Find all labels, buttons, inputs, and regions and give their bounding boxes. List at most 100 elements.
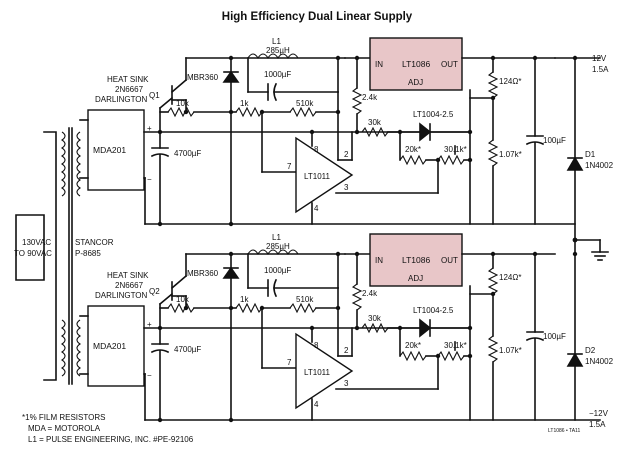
heatsink-line2: 2N6667 xyxy=(115,85,144,94)
ac-input-leads xyxy=(15,214,45,281)
cap-1000-label: 1000µF xyxy=(264,266,291,275)
q1-label: Q1 xyxy=(149,91,160,100)
q2-label: Q2 xyxy=(149,287,160,296)
note-line1: *1% FILM RESISTORS xyxy=(22,413,105,422)
diode-part: 1N4002 xyxy=(585,161,614,170)
out-cap-label: 100µF xyxy=(543,332,566,341)
output-voltage-neg: −12V xyxy=(589,409,609,418)
r10k-label: 10k xyxy=(176,295,190,304)
opamp-pin7: 7 xyxy=(287,358,292,367)
r124-label: 124Ω* xyxy=(499,77,521,86)
opamp-pin3: 3 xyxy=(344,183,349,192)
output-rails: 12V 1.5A −12V 1.5A xyxy=(144,54,609,429)
channel-2-labels: MDA201 + − 4700µF Q2 HEAT SINK 2N6667 DA… xyxy=(93,233,614,409)
rectifier-minus: − xyxy=(147,175,152,184)
output-current-pos: 1.5A xyxy=(592,65,609,74)
regulator-out: OUT xyxy=(441,256,458,265)
footnotes: *1% FILM RESISTORS MDA = MOTOROLA L1 = P… xyxy=(22,413,580,444)
regulator-out: OUT xyxy=(441,60,458,69)
r1k-label: 1k xyxy=(240,295,249,304)
opamp-pin8: 8 xyxy=(314,341,319,350)
reference-label: LT1004-2.5 xyxy=(413,110,454,119)
regulator-label: LT1086 xyxy=(402,255,430,265)
filter-cap-label: 4700µF xyxy=(174,345,201,354)
r510k-label: 510k xyxy=(296,99,314,108)
r1k-label: 1k xyxy=(240,99,249,108)
opamp-pin8: 8 xyxy=(314,145,319,154)
transformer: STANCOR P-8685 xyxy=(43,127,114,385)
rectifier-label: MDA201 xyxy=(93,341,126,351)
heatsink-line3: DARLINGTON xyxy=(95,291,148,300)
channel-2-circuit xyxy=(79,233,583,424)
opamp-label: LT1011 xyxy=(304,368,330,377)
heatsink-line2: 2N6667 xyxy=(115,281,144,290)
cap-1000-label: 1000µF xyxy=(264,70,291,79)
schottky-label: MBR360 xyxy=(187,73,219,82)
regulator-label: LT1086 xyxy=(402,59,430,69)
note-line3: L1 = PULSE ENGINEERING, INC. #PE-92106 xyxy=(28,435,194,444)
r2k4-label: 2.4k xyxy=(362,289,378,298)
transformer-secondary-coil-top xyxy=(76,131,81,197)
r2k4-label: 2.4k xyxy=(362,93,378,102)
diode-part: 1N4002 xyxy=(585,357,614,366)
rectifier-plus: + xyxy=(147,124,152,133)
inductor-ref: L1 xyxy=(272,37,281,46)
regulator-in: IN xyxy=(375,60,383,69)
ac-voltage-line2: TO 90VAC xyxy=(14,249,52,258)
schottky-label: MBR360 xyxy=(187,269,219,278)
schematic-title: High Efficiency Dual Linear Supply xyxy=(222,11,413,23)
r1k07-label: 1.07k* xyxy=(499,346,522,355)
diode-ref: D1 xyxy=(585,150,596,159)
heatsink-line1: HEAT SINK xyxy=(107,75,149,84)
heatsink-line3: DARLINGTON xyxy=(95,95,148,104)
regulator-in: IN xyxy=(375,256,383,265)
regulator-adj: ADJ xyxy=(408,274,423,283)
opamp-pin3: 3 xyxy=(344,379,349,388)
ac-voltage-line1: 130VAC xyxy=(22,238,51,247)
opamp-pin2: 2 xyxy=(344,150,349,159)
rectifier-label: MDA201 xyxy=(93,145,126,155)
output-voltage-pos: 12V xyxy=(592,54,607,63)
r1k07-label: 1.07k* xyxy=(499,150,522,159)
r124-label: 124Ω* xyxy=(499,273,521,282)
r30k1-label: 30.1k* xyxy=(444,145,467,154)
out-cap-label: 100µF xyxy=(543,136,566,145)
r510k-label: 510k xyxy=(296,295,314,304)
figure-id: LT1086 • TA11 xyxy=(548,428,580,434)
reference-label: LT1004-2.5 xyxy=(413,306,454,315)
r20k-label: 20k* xyxy=(405,341,421,350)
transformer-name-line2: P-8685 xyxy=(75,249,101,258)
rectifier-plus: + xyxy=(147,320,152,329)
transformer-name-line1: STANCOR xyxy=(75,238,114,247)
r30k1-label: 30.1k* xyxy=(444,341,467,350)
r20k-label: 20k* xyxy=(405,145,421,154)
opamp-pin7: 7 xyxy=(287,162,292,171)
opamp-pin2: 2 xyxy=(344,346,349,355)
transformer-primary-lead xyxy=(43,131,57,381)
channel-1-labels: MDA201 + − 4700µF Q1 HEAT SINK 2N6667 DA… xyxy=(93,37,614,213)
inductor-ref: L1 xyxy=(272,233,281,242)
transformer-secondary-coil-bottom xyxy=(76,319,81,377)
opamp-label: LT1011 xyxy=(304,172,330,181)
ground-icon xyxy=(591,239,609,261)
transformer-primary-coil-bottom xyxy=(61,319,66,377)
heatsink-line1: HEAT SINK xyxy=(107,271,149,280)
ac-input: 130VAC TO 90VAC xyxy=(14,214,52,281)
filter-cap-label: 4700µF xyxy=(174,149,201,158)
note-line2: MDA = MOTOROLA xyxy=(28,424,101,433)
r30k-label: 30k xyxy=(368,118,382,127)
output-current-neg: 1.5A xyxy=(589,420,606,429)
diode-ref: D2 xyxy=(585,346,596,355)
regulator-adj: ADJ xyxy=(408,78,423,87)
inductor-value: 285µH xyxy=(266,242,290,251)
r30k-label: 30k xyxy=(368,314,382,323)
transformer-primary-coil-top xyxy=(61,131,66,197)
opamp-pin4: 4 xyxy=(314,204,319,213)
inductor-value: 285µH xyxy=(266,46,290,55)
rectifier-minus: − xyxy=(147,371,152,380)
opamp-pin4: 4 xyxy=(314,400,319,409)
channel-1-circuit xyxy=(79,37,583,227)
r10k-label: 10k xyxy=(176,99,190,108)
